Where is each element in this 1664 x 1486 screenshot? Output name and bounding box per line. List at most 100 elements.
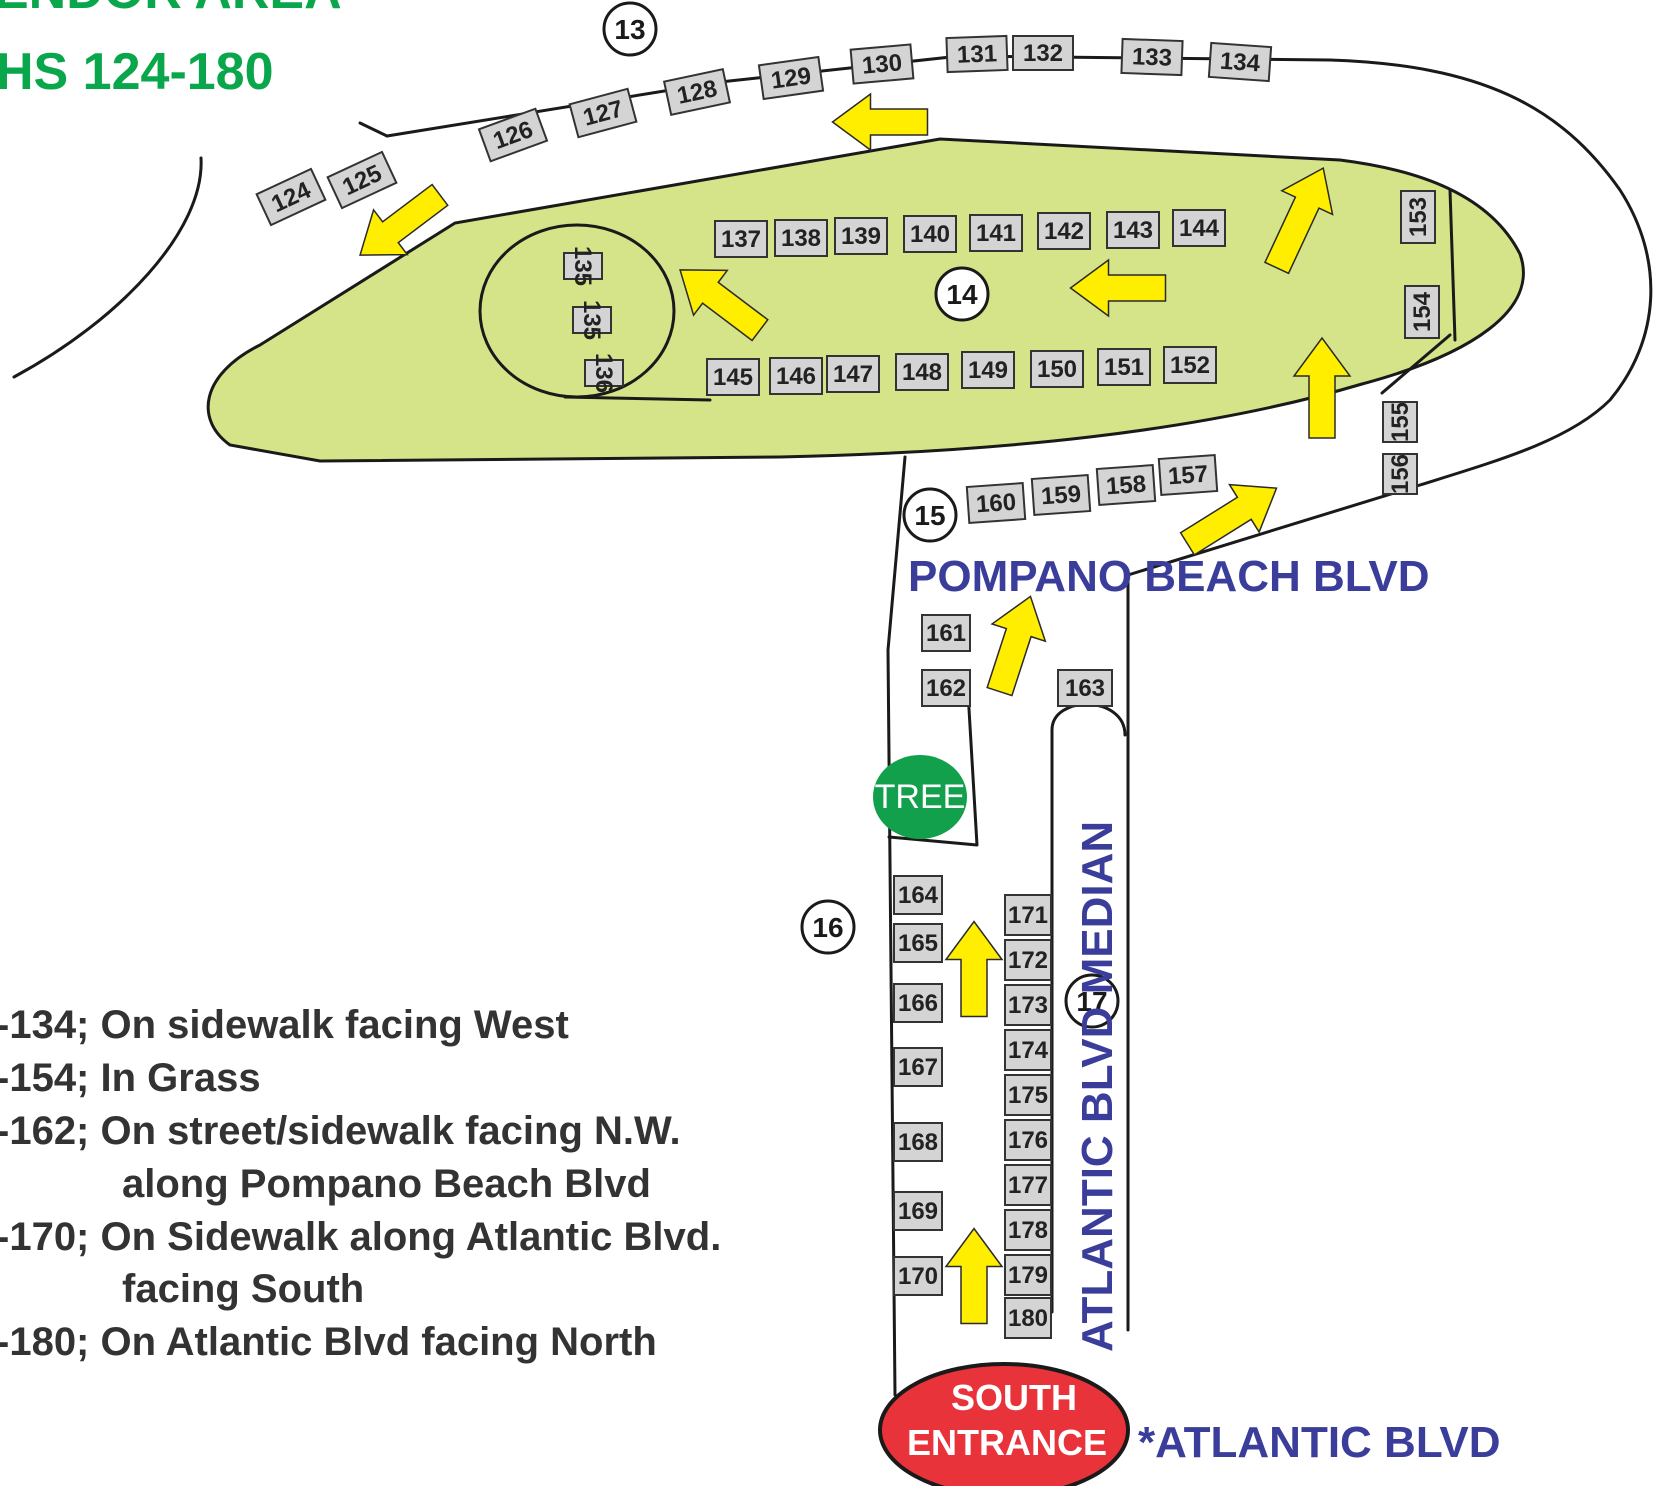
booth-135[interactable]: 135 [563,246,603,286]
booth-148[interactable]: 148 [895,353,949,391]
booth-130[interactable]: 130 [849,43,915,85]
booth-143[interactable]: 143 [1106,211,1160,249]
booth-label: 148 [902,359,942,386]
booth-169[interactable]: 169 [893,1191,943,1231]
legend-line-7: -180; On Atlantic Blvd facing North [0,1320,657,1364]
booth-156[interactable]: 156 [1382,453,1418,495]
booth-178[interactable]: 178 [1004,1209,1052,1251]
booth-161[interactable]: 161 [921,614,971,652]
booth-166[interactable]: 166 [893,983,943,1023]
booth-label: 151 [1104,354,1144,381]
booth-165[interactable]: 165 [893,923,943,963]
booth-158[interactable]: 158 [1095,464,1157,506]
street-atlantic-blvd-median: ATLANTIC BLVD MEDIAN [1073,821,1122,1352]
booth-label: 161 [926,620,966,647]
booth-125[interactable]: 125 [326,150,398,210]
booth-180[interactable]: 180 [1004,1297,1052,1339]
booth-150[interactable]: 150 [1030,350,1084,388]
booth-label: 144 [1179,215,1220,242]
south-entrance[interactable]: SOUTH ENTRANCE [878,1362,1130,1486]
booth-151[interactable]: 151 [1097,348,1151,386]
booth-124[interactable]: 124 [255,167,327,227]
booth-157[interactable]: 157 [1157,454,1219,496]
booth-144[interactable]: 144 [1172,209,1226,247]
booth-177[interactable]: 177 [1004,1164,1052,1206]
booth-171[interactable]: 171 [1004,894,1052,936]
booth-176[interactable]: 176 [1004,1119,1052,1161]
booth-146[interactable]: 146 [769,357,823,395]
zone-label: 15 [914,500,945,531]
booth-label: 175 [1008,1082,1048,1109]
booth-175[interactable]: 175 [1004,1074,1052,1116]
booth-label: 171 [1008,902,1048,929]
legend-line-6: facing South [122,1267,364,1311]
booth-142[interactable]: 142 [1037,212,1091,250]
booth-label: 146 [776,363,816,390]
booth-140[interactable]: 140 [903,215,957,253]
booth-label: 143 [1113,217,1153,244]
booth-label: 154 [1409,291,1436,332]
south-entrance-line2: ENTRANCE [907,1422,1107,1463]
booth-149[interactable]: 149 [961,351,1015,389]
booth-159[interactable]: 159 [1030,474,1092,516]
booth-139[interactable]: 139 [834,217,888,255]
booth-label: 179 [1008,1262,1048,1289]
road-lines [12,54,1653,1397]
booth-label: 139 [841,223,881,250]
booth-label: 173 [1008,992,1048,1019]
zone-marker-17: 17 [1064,973,1120,1029]
booth-127[interactable]: 127 [568,87,638,139]
zone-marker-14: 14 [934,266,990,322]
booth-170[interactable]: 170 [893,1256,943,1296]
booth-129[interactable]: 129 [757,55,825,101]
booth-152[interactable]: 152 [1163,346,1217,384]
booth-141[interactable]: 141 [969,214,1023,252]
zone-label: 16 [812,912,843,943]
booth-164[interactable]: 164 [893,875,943,915]
booth-137[interactable]: 137 [714,220,768,258]
booth-155[interactable]: 155 [1382,401,1418,443]
booth-label: 133 [1132,43,1173,71]
booth-147[interactable]: 147 [826,355,880,393]
booth-label: 159 [1040,481,1082,511]
booth-126[interactable]: 126 [477,107,549,163]
booth-153[interactable]: 153 [1400,190,1436,244]
legend-line-3: -162; On street/sidewalk facing N.W. [0,1109,681,1153]
zone-label: 14 [946,279,978,310]
booth-160[interactable]: 160 [965,482,1027,524]
booth-label: 153 [1405,197,1432,237]
booth-132[interactable]: 132 [1012,35,1074,71]
booth-154[interactable]: 154 [1404,285,1440,339]
zone-marker-13: 13 [602,1,658,57]
booth-131[interactable]: 131 [945,34,1009,74]
direction-arrow-icon [1069,258,1167,318]
booth-label: 135 [569,246,596,286]
booth-163[interactable]: 163 [1057,669,1113,707]
booth-168[interactable]: 168 [893,1122,943,1162]
booth-173[interactable]: 173 [1004,984,1052,1026]
legend-line-2: -154; In Grass [0,1056,261,1100]
booth-138[interactable]: 138 [774,219,828,257]
booth-167[interactable]: 167 [893,1047,943,1087]
booth-136[interactable]: 136 [584,353,624,393]
booth-label: 170 [898,1263,938,1290]
direction-arrow-icon [1292,336,1352,439]
booth-label: 176 [1008,1127,1048,1154]
booth-label: 172 [1008,947,1048,974]
booth-label: 149 [968,357,1008,384]
booth-174[interactable]: 174 [1004,1029,1052,1071]
booth-label: 135 [578,300,605,340]
booth-label: 138 [781,225,821,252]
booth-label: 162 [926,675,966,702]
booth-162[interactable]: 162 [921,669,971,707]
circle-plaza [478,223,676,399]
booth-172[interactable]: 172 [1004,939,1052,981]
booth-128[interactable]: 128 [662,67,732,117]
booth-134[interactable]: 134 [1207,41,1273,83]
booth-133[interactable]: 133 [1120,37,1184,77]
legend: -134; On sidewalk facing West -154; In G… [0,1003,721,1364]
booth-145[interactable]: 145 [706,358,760,396]
booth-135[interactable]: 135 [572,300,612,340]
direction-arrow-icon [359,183,449,256]
booth-179[interactable]: 179 [1004,1254,1052,1296]
